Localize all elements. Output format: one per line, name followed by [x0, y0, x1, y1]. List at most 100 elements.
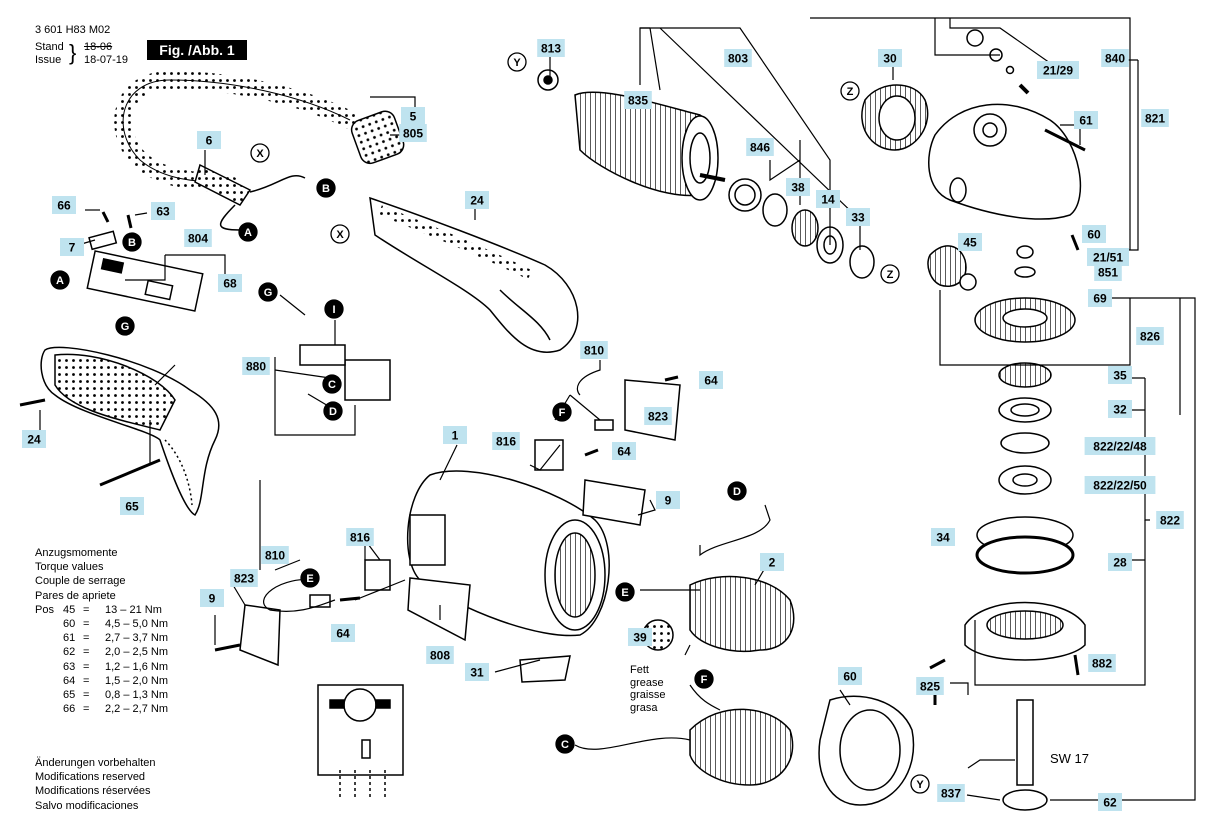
- part-callout: 34: [931, 528, 955, 546]
- torque-pos: 45: [63, 603, 76, 616]
- part-callout-box: [724, 49, 752, 67]
- part-callout-box: [1094, 263, 1122, 281]
- torque-pos: 61: [63, 632, 76, 645]
- part-callout-label: 2: [769, 556, 776, 570]
- torque-row: 66=2,2 – 2,7 Nm: [35, 702, 168, 716]
- torque-equals: =: [83, 674, 90, 687]
- part-callout: 28: [1108, 553, 1132, 571]
- part-callout-label: 835: [628, 94, 648, 108]
- connector-marker: Y: [910, 774, 930, 794]
- part-callout-box: [612, 442, 636, 460]
- part-callout-box: [401, 107, 425, 125]
- part-callout-label: 823: [648, 410, 668, 424]
- part-callout-label: 38: [791, 181, 805, 195]
- part-callout: 66: [52, 196, 76, 214]
- connector-circle: [258, 282, 278, 302]
- part-callout-box: [200, 589, 224, 607]
- part-callout-box: [242, 357, 270, 375]
- part-callout: 822/22/48: [1084, 437, 1156, 455]
- part-callout-box: [465, 663, 489, 681]
- part-callout: 816: [492, 432, 520, 450]
- part-callout-label: 32: [1113, 403, 1127, 417]
- part-callout-box: [1084, 476, 1156, 494]
- part-callout-label: 69: [1093, 292, 1107, 306]
- part-callout-label: 846: [750, 141, 770, 155]
- part-callout-label: 64: [704, 374, 718, 388]
- modification-notes: Änderungen vorbehalten Modifications res…: [35, 756, 155, 813]
- part-callout: 62: [1098, 793, 1122, 811]
- part-callout-label: 822/22/50: [1093, 479, 1147, 493]
- connector-letter: X: [336, 229, 344, 241]
- connector-circle: [910, 774, 930, 794]
- part-callout-label: 816: [496, 435, 516, 449]
- part-callout-box: [624, 91, 652, 109]
- part-callout-label: 821: [1145, 112, 1165, 126]
- connector-marker: F: [694, 669, 714, 689]
- part-callout-box: [1074, 111, 1098, 129]
- part-callout-box: [465, 191, 489, 209]
- part-callout: 840: [1101, 49, 1129, 67]
- stand-label: Stand: [35, 41, 64, 53]
- part-callout-label: 826: [1140, 330, 1160, 344]
- part-callout-box: [1141, 109, 1169, 127]
- torque-pos-label: [35, 645, 63, 659]
- part-callout-box: [816, 190, 840, 208]
- connector-letter: A: [56, 275, 64, 287]
- part-callout-label: 808: [430, 649, 450, 663]
- part-callout: 6: [197, 131, 221, 149]
- part-callout: 1: [443, 426, 467, 444]
- part-callout: 5: [401, 107, 425, 125]
- part-callout: 24: [22, 430, 46, 448]
- part-callout: 38: [786, 178, 810, 196]
- connector-letter: E: [621, 587, 628, 599]
- part-callout-label: 840: [1105, 52, 1125, 66]
- part-callout: 30: [878, 49, 902, 67]
- torque-value: 2,7 – 3,7 Nm: [105, 632, 168, 645]
- part-callout-label: 1: [452, 429, 459, 443]
- part-callout-label: 810: [584, 344, 604, 358]
- power-cord: [114, 70, 359, 194]
- part-callout: 14: [816, 190, 840, 208]
- part-callout-label: 21/51: [1093, 251, 1123, 265]
- connector-circle: [115, 316, 135, 336]
- part-callout: 9: [656, 491, 680, 509]
- part-callout-box: [60, 238, 84, 256]
- part-callout-label: 21/29: [1043, 64, 1073, 78]
- part-callout-label: 880: [246, 360, 266, 374]
- part-callout: 60: [838, 667, 862, 685]
- part-callout: 24: [465, 191, 489, 209]
- part-callout-box: [1156, 511, 1184, 529]
- part-callout-box: [1084, 437, 1156, 455]
- torque-equals: =: [83, 689, 90, 702]
- torque-pos-label: [35, 617, 63, 631]
- part-callout-label: 813: [541, 42, 561, 56]
- part-callout-label: 9: [665, 494, 672, 508]
- connector-marker: E: [300, 568, 320, 588]
- torque-pos-label: [35, 631, 63, 645]
- part-callout-box: [1108, 366, 1132, 384]
- torque-row: 61 = 2,7 – 3,7 Nm: [35, 631, 168, 645]
- connector-circle: [250, 143, 270, 163]
- torque-row: 63=1,2 – 1,6 Nm: [35, 660, 168, 674]
- brace: }: [69, 40, 77, 65]
- part-callout: 846: [746, 138, 774, 156]
- torque-equals: =: [83, 618, 90, 631]
- part-callout: 805: [399, 124, 427, 142]
- connector-marker: D: [727, 481, 747, 501]
- connector-circle: [507, 52, 527, 72]
- torque-row: 60=4,5 – 5,0 Nm: [35, 617, 168, 631]
- torque-pos: 66: [63, 703, 76, 716]
- torque-equals: =: [83, 660, 90, 673]
- spindle: [1016, 699, 1034, 786]
- grease-note: Fett grease graisse grasa: [630, 664, 665, 714]
- part-callout-label: 65: [125, 500, 139, 514]
- torque-equals: =: [83, 632, 90, 645]
- part-callout: 64: [699, 371, 723, 389]
- part-callout-box: [230, 569, 258, 587]
- connector-letter: F: [559, 407, 566, 419]
- part-callout-box: [746, 138, 774, 156]
- part-callout-box: [197, 131, 221, 149]
- cable-sleeve: [194, 163, 252, 206]
- note-es: Salvo modificaciones: [35, 799, 139, 812]
